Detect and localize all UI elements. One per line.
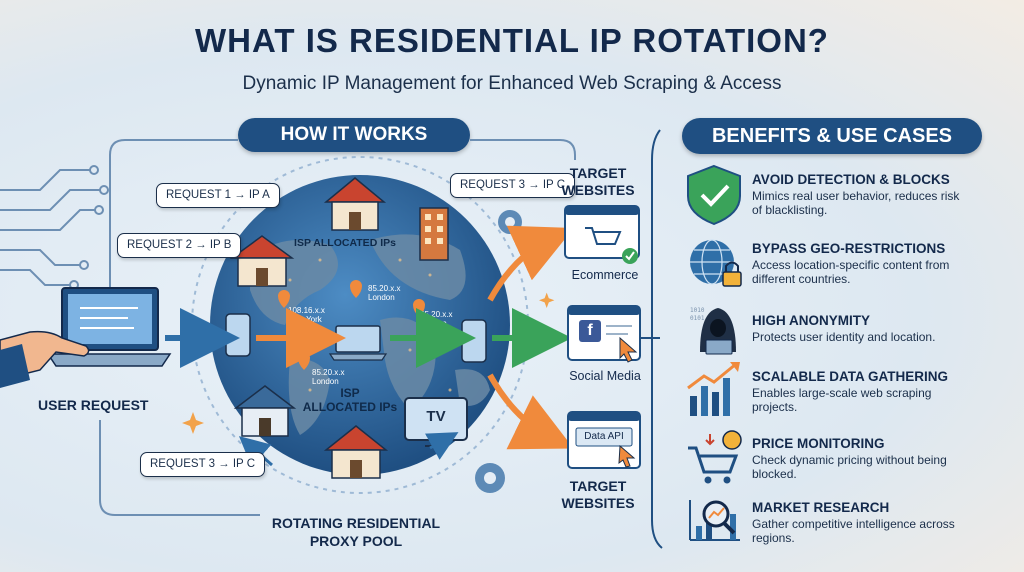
isp-label-top: ISP ALLOCATED IPs	[294, 237, 396, 249]
pool-label-line-1: ROTATING RESIDENTIAL	[271, 515, 441, 531]
target-top-line-1: TARGET	[569, 165, 627, 181]
ecommerce-window	[564, 205, 640, 264]
benefit-desc: Gather competitive intelligence across r…	[752, 517, 955, 545]
house-bottom-left-icon	[233, 385, 297, 437]
house-top-icon	[323, 177, 387, 231]
ip-london-3-address: 85.20.x.x	[312, 368, 345, 377]
benefit-title: AVOID DETECTION & BLOCKS	[752, 172, 950, 187]
growth-chart-icon	[687, 362, 740, 416]
user-laptop-icon	[0, 287, 172, 388]
social-media-window	[567, 305, 641, 363]
cart-dollar-icon	[688, 430, 742, 484]
request-3-bubble-top: REQUEST 3 → IP C	[450, 173, 576, 198]
benefit-title: SCALABLE DATA GATHERING	[752, 369, 948, 384]
isp-label-bottom-2: ALLOCATED IPs	[302, 400, 398, 414]
house-bottom-icon	[323, 425, 389, 479]
data-api-window	[567, 411, 641, 469]
user-request-label: USER REQUEST	[38, 397, 149, 413]
ip-london-1: 85.20.x.x London	[368, 284, 400, 302]
pool-label: ROTATING RESIDENTIAL PROXY POOL	[236, 514, 476, 550]
request-2-bubble: REQUEST 2 → IP B	[117, 233, 242, 258]
benefit-title: BYPASS GEO-RESTRICTIONS	[752, 241, 946, 256]
target-bottom-line-2: WEBSITES	[561, 495, 635, 511]
ip-london-3: 85.20.x.x London	[312, 368, 344, 386]
benefit-desc: Mimics real user behavior, reduces risk …	[752, 189, 960, 217]
globe-lock-icon	[690, 239, 742, 287]
benefit-title: HIGH ANONYMITY	[752, 313, 870, 328]
facebook-letter: f	[587, 322, 593, 339]
svg-text:0101: 0101	[690, 315, 705, 322]
pool-label-line-2: PROXY POOL	[309, 533, 403, 549]
request-1-bubble: REQUEST 1 → IP A	[156, 183, 280, 208]
ecommerce-label: Ecommerce	[571, 268, 639, 282]
building-icon	[419, 207, 449, 261]
page-subtitle: Dynamic IP Management for Enhanced Web S…	[242, 73, 782, 94]
benefit-desc: Protects user identity and location.	[752, 330, 936, 344]
ip-london-1-address: 85.20.x.x	[368, 284, 401, 293]
benefit-high-anonymity: HIGH ANONYMITY Protects user identity an…	[752, 313, 1012, 344]
benefit-scalable-data: SCALABLE DATA GATHERING Enables large-sc…	[752, 369, 1012, 414]
target-websites-top: TARGET WEBSITES	[548, 165, 648, 199]
shield-check-icon	[687, 164, 741, 226]
isp-label-bottom-1: ISP	[340, 386, 360, 400]
target-websites-bottom: TARGET WEBSITES	[548, 478, 648, 512]
benefit-title: MARKET RESEARCH	[752, 500, 890, 515]
benefit-desc: Check dynamic pricing without being bloc…	[752, 453, 947, 481]
request-3-bubble-bottom: REQUEST 3 → IP C	[140, 452, 266, 477]
svg-text:1010: 1010	[690, 307, 705, 314]
target-top-line-2: WEBSITES	[561, 182, 635, 198]
benefit-market-research: MARKET RESEARCH Gather competitive intel…	[752, 500, 1012, 545]
benefit-bypass-geo: BYPASS GEO-RESTRICTIONS Access location-…	[752, 241, 1012, 286]
benefits-heading: BENEFITS & USE CASES	[682, 118, 982, 154]
magnifier-chart-icon	[689, 500, 740, 541]
house-left-icon	[229, 235, 295, 287]
how-it-works-heading: HOW IT WORKS	[238, 118, 470, 152]
circuit-lines	[0, 165, 109, 290]
social-media-label: Social Media	[569, 369, 641, 383]
benefit-desc: Access location-specific content from di…	[752, 258, 950, 286]
tv-label: TV	[426, 408, 446, 425]
benefit-desc: Enables large-scale web scraping project…	[752, 386, 932, 414]
ip-london-1-city: London	[368, 293, 395, 302]
benefit-avoid-detection: AVOID DETECTION & BLOCKS Mimics real use…	[752, 172, 1012, 217]
page-title: WHAT IS RESIDENTIAL IP ROTATION?	[195, 22, 829, 59]
data-api-label: Data API	[584, 431, 624, 442]
benefit-title: PRICE MONITORING	[752, 436, 885, 451]
benefit-price-monitoring: PRICE MONITORING Check dynamic pricing w…	[752, 436, 1012, 481]
ip-london-3-city: London	[312, 377, 339, 386]
target-bottom-line-1: TARGET	[569, 478, 627, 494]
